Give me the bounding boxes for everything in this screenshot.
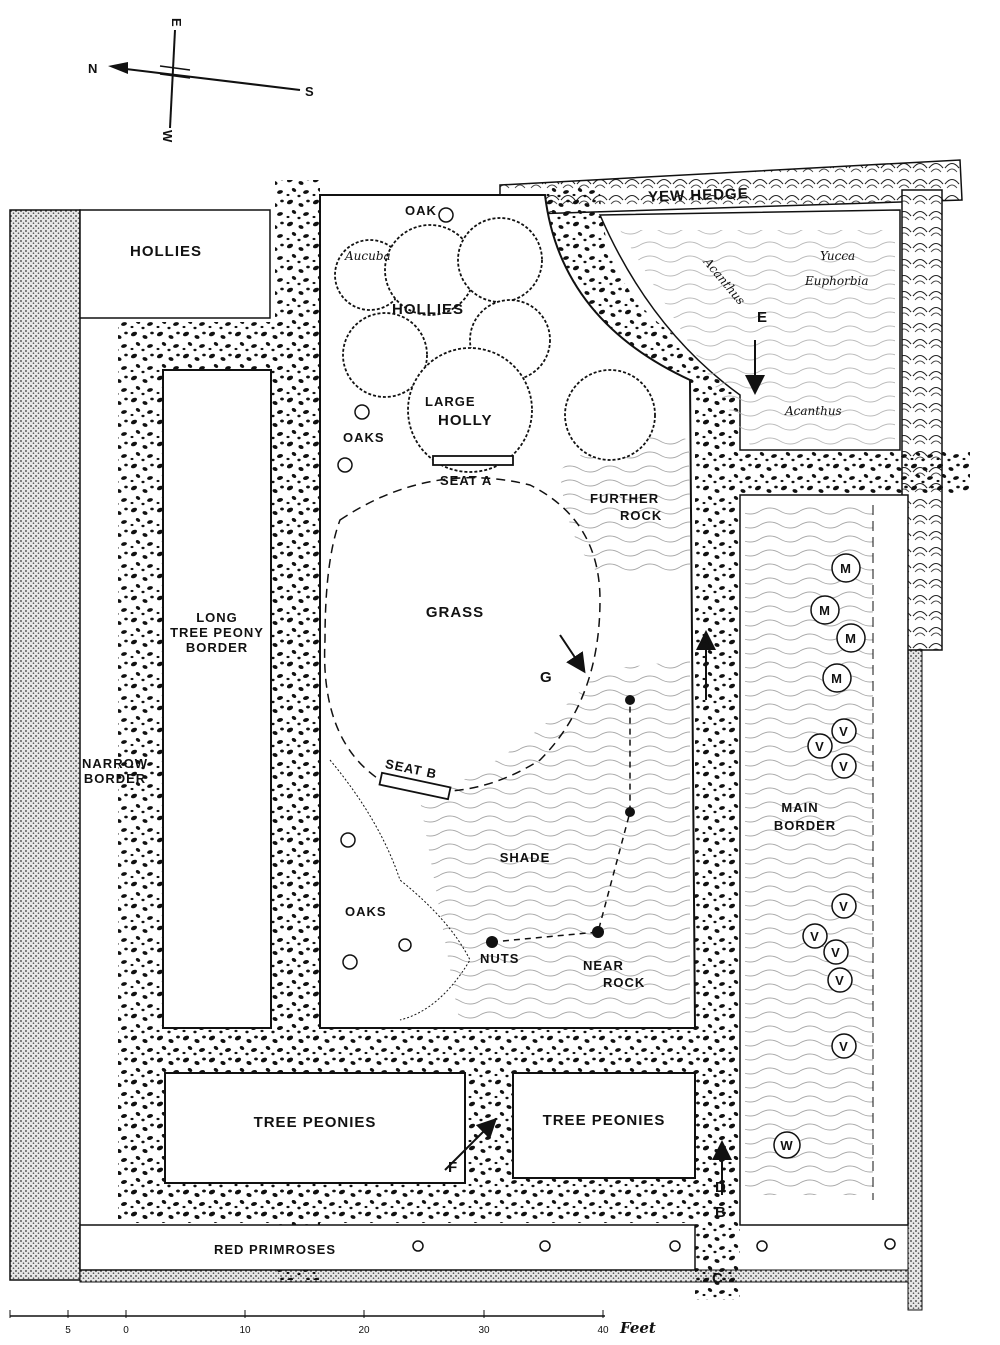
oak-tree-top (438, 207, 454, 223)
compass-west: W (160, 130, 175, 143)
hollies-corner-bed (79, 209, 271, 319)
scale-tick-10: 10 (239, 1325, 251, 1336)
label-nuts: NUTS (480, 951, 519, 966)
stepping-path (486, 695, 635, 948)
marker-v-2: V (839, 724, 849, 739)
label-near-rock-2: ROCK (603, 975, 645, 990)
boundary-strip (9, 209, 81, 1281)
label-seat-a: SEAT A (440, 473, 492, 488)
label-large-holly-1: LARGE (425, 394, 476, 409)
label-tree-peonies-right: TREE PEONIES (543, 1112, 666, 1129)
compass-south: S (305, 84, 315, 99)
main-border: MAIN BORDER (739, 494, 909, 1226)
marker-m-2: M (819, 603, 831, 618)
marker-m-3: M (845, 631, 857, 646)
marker-v-4: V (839, 899, 849, 914)
oak-tree-lower-2 (398, 938, 412, 952)
marker-m-1: M (840, 561, 852, 576)
label-further-rock-1: FURTHER (590, 491, 659, 506)
label-long-1: LONG (196, 610, 238, 625)
label-long-2: TREE PEONY (170, 625, 264, 640)
yucca-bed: Yucca Euphorbia Acanthus Acanthus (598, 209, 901, 451)
red-primroses-strip (79, 1224, 696, 1271)
marker-v-7: V (835, 973, 845, 988)
label-large-holly-2: HOLLY (438, 412, 492, 429)
compass-rose: N S E W (88, 18, 315, 143)
scale-tick-0: 0 (123, 1325, 129, 1336)
marker-w: W (780, 1138, 793, 1153)
label-aucuba: Aucuba (344, 249, 391, 263)
label-narrow-1: NARROW (82, 756, 148, 771)
label-grass: GRASS (426, 604, 484, 621)
scale-unit: Feet (619, 1319, 656, 1337)
plant-markers: M M M M V V V V V V V V W (773, 553, 866, 1159)
scale-tick-5: 5 (65, 1325, 71, 1336)
grass-lawn (323, 476, 601, 792)
label-main-1: MAIN (781, 800, 818, 815)
oak-tree-lower-3 (342, 954, 358, 970)
marker-v-3: V (839, 759, 849, 774)
label-near-rock-1: NEAR (583, 958, 624, 973)
seat-b (378, 771, 452, 801)
oak-tree-upper-1 (354, 404, 370, 420)
label-yew-hedge: YEW HEDGE (648, 185, 749, 206)
label-tree-peonies-left: TREE PEONIES (254, 1114, 377, 1131)
label-yucca: Yucca (820, 249, 855, 263)
right-wall (907, 639, 923, 1311)
viewpoint-b: B (715, 1204, 727, 1221)
oak-tree-upper-2 (337, 457, 353, 473)
compass-north: N (88, 61, 98, 76)
label-oaks-upper: OAKS (343, 430, 385, 445)
viewpoint-arrows (444, 340, 765, 1195)
marker-v-5: V (810, 929, 820, 944)
marker-v-1: V (815, 739, 825, 754)
compass-east: E (169, 18, 184, 28)
viewpoint-g: G (540, 669, 553, 686)
label-long-3: BORDER (186, 640, 248, 655)
label-acanthus-bottom: Acanthus (784, 404, 842, 418)
label-hollies-center: HOLLIES (392, 301, 464, 318)
viewpoint-c: C (712, 1270, 724, 1287)
scale-tick-40: 40 (597, 1325, 609, 1336)
label-narrow-2: BORDER (84, 771, 146, 786)
scale-tick-20: 20 (358, 1325, 370, 1336)
tree-peonies-bed-left (164, 1072, 466, 1184)
label-main-2: BORDER (774, 818, 836, 833)
label-euphorbia: Euphorbia (804, 274, 869, 288)
viewpoint-e: E (757, 309, 768, 326)
label-oak: OAK (405, 203, 437, 218)
viewpoint-d: D (715, 1179, 727, 1196)
label-red-primroses: RED PRIMROSES (214, 1242, 336, 1257)
tree-peonies-bed-right (512, 1072, 696, 1179)
oak-grove-edge (329, 759, 471, 1021)
marker-v-8: V (839, 1039, 849, 1054)
label-hollies-corner: HOLLIES (130, 243, 202, 260)
seat-a (432, 455, 514, 466)
viewpoint-f: F (448, 1159, 458, 1176)
holly-cluster (334, 217, 656, 473)
oak-tree-lower-1 (340, 832, 356, 848)
label-oaks-lower: OAKS (345, 904, 387, 919)
bottom-strip (79, 1269, 911, 1283)
marker-v-6: V (831, 945, 841, 960)
scale-tick-30: 30 (478, 1325, 490, 1336)
viewpoint-a: A (700, 633, 710, 648)
scale-bar: 5 0 10 20 30 40 Feet (9, 1310, 656, 1337)
label-shade: SHADE (500, 850, 551, 865)
long-tree-peony-border (162, 369, 272, 1029)
label-further-rock-2: ROCK (620, 508, 662, 523)
primrose-markers (412, 1238, 896, 1252)
marker-m-4: M (831, 671, 843, 686)
